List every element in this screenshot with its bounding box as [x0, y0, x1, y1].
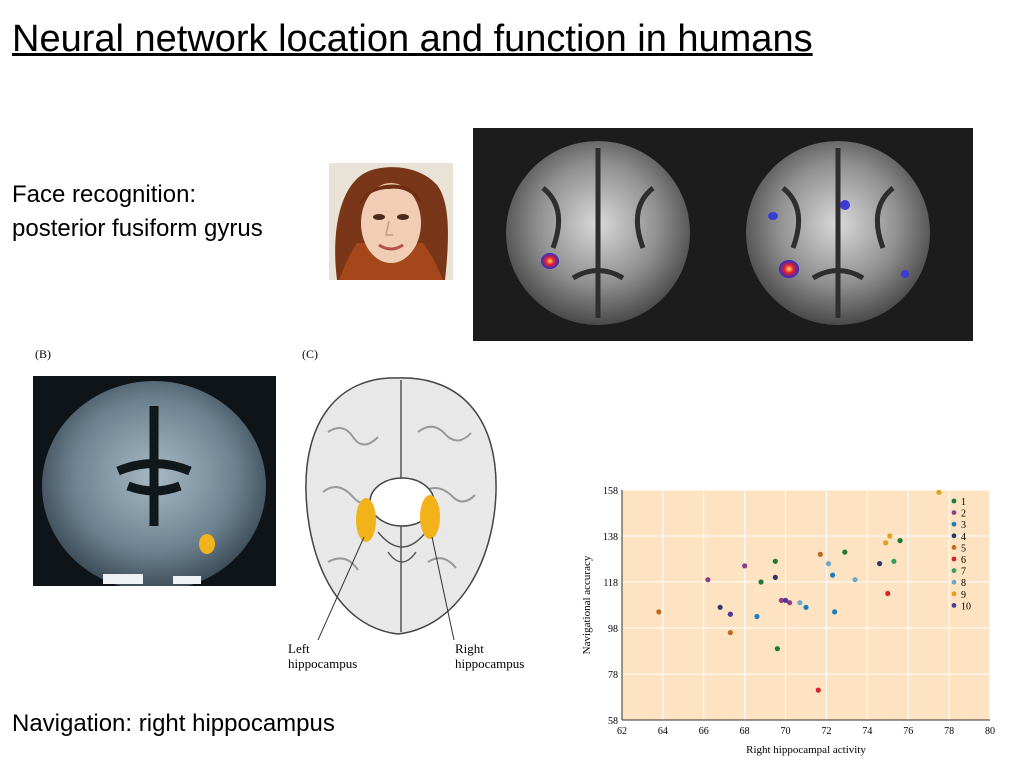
legend-entry-9: 9	[961, 590, 966, 601]
legend-entry-10: 10	[961, 601, 971, 612]
data-point-series-3	[803, 604, 809, 610]
legend-entry-7: 7	[961, 567, 966, 578]
mri-panel-b	[33, 376, 276, 586]
legend-marker-3	[951, 521, 957, 527]
left-hippocampus-label: Left hippocampus	[288, 641, 357, 671]
x-axis-label: Right hippocampal activity	[746, 744, 866, 756]
data-point-series-6	[885, 590, 891, 597]
y-axis-label: Navigational accuracy	[581, 555, 593, 654]
data-point-series-4	[772, 574, 778, 580]
x-tick-label: 70	[781, 726, 791, 737]
data-point-series-10	[782, 597, 789, 603]
x-tick-label: 74	[862, 726, 872, 737]
legend-entry-1: 1	[961, 497, 966, 508]
data-point-series-1	[774, 646, 780, 652]
face-caption-line2: posterior fusiform gyrus	[12, 215, 263, 242]
legend-marker-9	[951, 591, 957, 597]
data-point-series-1	[842, 549, 848, 555]
legend-marker-5	[951, 545, 957, 550]
legend-marker-6	[951, 556, 957, 562]
legend-entry-2: 2	[961, 509, 966, 520]
data-point-series-5	[727, 630, 733, 636]
x-tick-label: 76	[903, 726, 913, 737]
axes	[621, 490, 990, 721]
data-point-series-4	[877, 561, 883, 567]
data-point-series-5	[817, 551, 823, 557]
data-point-series-8	[825, 561, 832, 567]
data-point-series-6	[815, 687, 821, 693]
x-tick-label: 68	[740, 726, 750, 737]
brain-illustration-panel-c	[305, 377, 497, 640]
legend-entry-6: 6	[961, 555, 966, 566]
data-point-series-5	[656, 609, 662, 615]
y-tick-label: 58	[608, 716, 618, 727]
data-point-series-2	[742, 563, 748, 569]
y-tick-label: 78	[608, 670, 618, 681]
legend-entry-4: 4	[961, 532, 966, 543]
legend-marker-1	[951, 498, 957, 504]
x-tick-label: 64	[658, 726, 668, 737]
x-tick-label: 78	[944, 726, 954, 737]
data-point-series-1	[897, 538, 903, 544]
left-hippocampus-label-line1: Left	[288, 641, 310, 656]
data-point-series-8	[852, 577, 858, 583]
fmri-coronal-scans	[473, 128, 973, 341]
data-point-series-9	[887, 533, 893, 539]
data-point-series-3	[754, 613, 760, 620]
data-point-series-2	[778, 597, 785, 603]
data-point-series-1	[758, 579, 764, 585]
legend-entry-5: 5	[961, 543, 966, 554]
face-recognition-caption: Face recognition: posterior fusiform gyr…	[12, 178, 263, 246]
page-title: Neural network location and function in …	[12, 18, 813, 60]
right-hippocampus-label-line1: Right	[455, 641, 484, 656]
data-point-series-2	[787, 600, 793, 606]
data-point-series-10	[727, 611, 733, 617]
y-tick-label: 118	[603, 578, 618, 589]
navigation-caption: Navigation: right hippocampus	[12, 710, 335, 737]
data-point-series-4	[717, 604, 723, 610]
y-tick-label: 158	[603, 486, 618, 497]
data-point-series-7	[891, 558, 897, 564]
legend-marker-10	[951, 603, 957, 608]
face-caption-line1: Face recognition:	[12, 181, 197, 208]
data-point-series-9	[883, 540, 889, 546]
data-point-series-2	[705, 577, 711, 583]
y-tick-label: 98	[608, 624, 618, 635]
legend-entry-8: 8	[961, 578, 966, 589]
x-tick-label: 80	[985, 726, 995, 737]
legend-entry-3: 3	[961, 520, 966, 531]
legend-marker-8	[951, 579, 957, 585]
legend-marker-2	[951, 510, 957, 515]
data-points	[656, 489, 942, 693]
data-point-series-8	[797, 600, 803, 606]
data-point-series-9	[936, 489, 942, 495]
right-hippocampus-label: Right hippocampus	[455, 641, 524, 671]
y-tick-label: 138	[603, 532, 618, 543]
legend-marker-7	[951, 568, 957, 573]
right-hippocampus-label-line2: hippocampus	[455, 656, 525, 671]
x-tick-label: 66	[699, 726, 709, 737]
panel-b-label: (B)	[35, 347, 51, 361]
panel-c-label: (C)	[302, 347, 318, 361]
data-point-series-1	[772, 558, 778, 564]
data-point-series-3	[832, 609, 838, 615]
left-hippocampus-label-line2: hippocampus	[288, 656, 358, 671]
x-tick-label: 62	[617, 726, 627, 737]
data-point-series-3	[829, 572, 836, 578]
face-photo	[329, 163, 453, 280]
legend-marker-4	[951, 533, 957, 539]
x-tick-label: 72	[821, 726, 831, 737]
